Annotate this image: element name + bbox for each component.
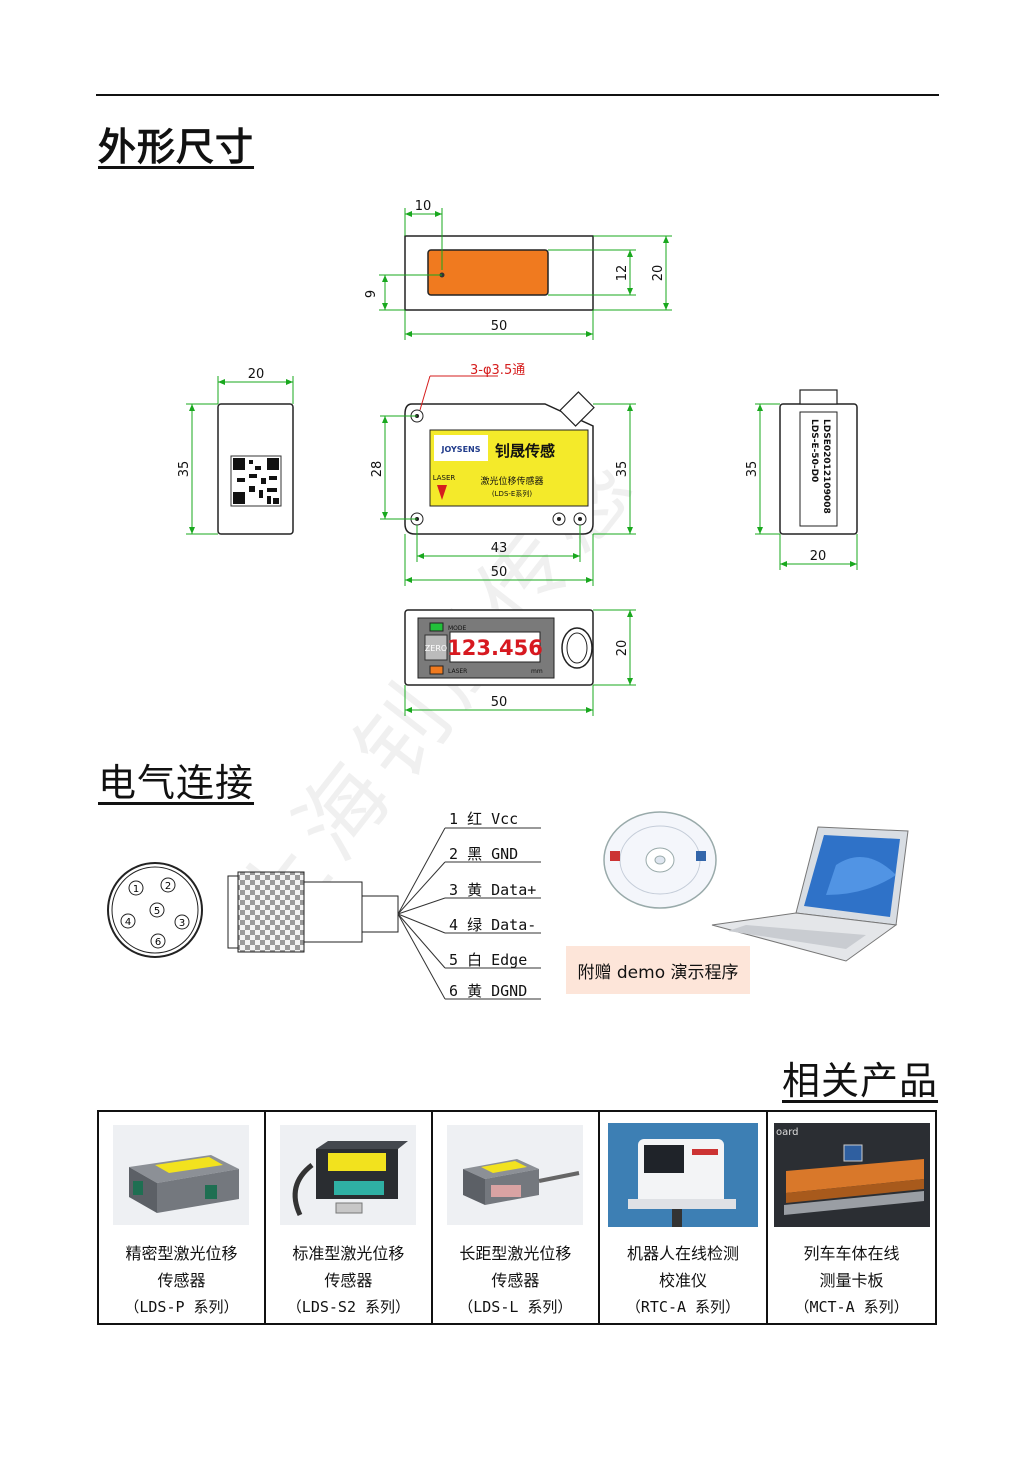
laser-window [427, 249, 549, 296]
label-series: (LDS-E系列) [492, 489, 532, 498]
zero-label: ZERO [425, 644, 447, 653]
dimension-drawing: 10 9 12 20 50 20 35 [177, 199, 858, 716]
pin-5: 5 [154, 906, 160, 917]
demo-illustration [603, 811, 909, 962]
top-view: 10 9 12 20 50 [364, 199, 672, 340]
wire-1: 1 红 Vcc [449, 810, 519, 828]
pin-2: 2 [165, 881, 171, 892]
display-screen [449, 631, 541, 663]
product-name-line1: 标准型激光位移 [292, 1244, 405, 1263]
wire-3: 3 黄 Data+ [449, 881, 537, 899]
serial-text: LDSE02012109008 [821, 419, 831, 514]
product-series: （LDS-L 系列） [458, 1298, 573, 1316]
label-laser: LASER [433, 474, 456, 482]
product-cell-lds-p[interactable]: 精密型激光位移传感器 （LDS-P 系列） [97, 1110, 266, 1325]
display-unit: mm [531, 668, 543, 675]
dim-front-50: 50 [491, 565, 508, 580]
product-name-line2: 校准仪 [658, 1271, 707, 1290]
display-value: 123.456 [447, 636, 543, 660]
related-products-table: 精密型激光位移传感器（LDS-P 系列） 标准型激光位移传感器（LDS-S2 系… [97, 1110, 937, 1325]
product-image [433, 1112, 598, 1238]
pin-3: 3 [179, 918, 185, 929]
dim-top-12: 12 [615, 265, 630, 282]
dim-top-50: 50 [491, 319, 508, 334]
laser-label: LASER [448, 668, 467, 675]
dim-top-9: 9 [364, 290, 379, 298]
dim-front-28: 28 [370, 461, 385, 478]
laser-led [429, 665, 444, 675]
left-view: 20 35 [177, 367, 294, 535]
product-cell-mct-a[interactable]: oard 列车车体在线测量卡板 （MCT-A 系列） [766, 1110, 937, 1325]
product-name-line2: 测量卡板 [819, 1271, 884, 1290]
cd-icon [603, 811, 717, 909]
product-name-line1: 长距型激光位移 [459, 1244, 572, 1263]
dim-top-10: 10 [415, 199, 432, 214]
product-series: （MCT-A 系列） [794, 1298, 909, 1316]
zero-button [424, 634, 448, 661]
dim-right-20: 20 [810, 549, 827, 564]
top-rule [96, 94, 939, 96]
product-image-text: oard [776, 1127, 799, 1138]
pin-1: 1 [133, 884, 139, 895]
product-series: （LDS-P 系列） [124, 1298, 239, 1316]
product-name-line1: 列车车体在线 [803, 1244, 900, 1263]
label-brand-cn: 钊晟传感 [495, 442, 555, 460]
cable-plug [227, 871, 399, 953]
connector-pinout: 1 2 3 4 5 6 [107, 862, 203, 958]
product-image: oard [768, 1112, 935, 1238]
model-text: LDS-E-50-D0 [809, 419, 819, 482]
dim-left-20: 20 [248, 367, 265, 382]
wire-4: 4 绿 Data- [449, 916, 537, 934]
dim-bottom-50: 50 [491, 695, 508, 710]
wiring-diagram: 1 2 3 4 5 6 [107, 827, 541, 1000]
product-image [600, 1112, 766, 1238]
product-series: （LDS-S2 系列） [286, 1298, 411, 1316]
laptop-icon [711, 826, 909, 962]
wire-fan [397, 827, 541, 1000]
label-brand-en: JOYSENS [441, 445, 481, 454]
mode-led [429, 622, 444, 632]
wire-2: 2 黑 GND [449, 845, 519, 863]
product-image [99, 1112, 264, 1238]
product-name-line1: 精密型激光位移 [125, 1244, 238, 1263]
dim-right-35: 35 [745, 461, 760, 478]
dim-left-35: 35 [177, 461, 192, 478]
dim-bottom-20: 20 [615, 640, 630, 657]
mode-label: MODE [448, 625, 467, 632]
product-name-line2: 传感器 [157, 1271, 206, 1290]
dim-top-20: 20 [651, 265, 666, 282]
product-cell-lds-s2[interactable]: 标准型激光位移传感器 （LDS-S2 系列） [263, 1110, 433, 1325]
product-series: （RTC-A 系列） [625, 1298, 741, 1316]
product-cell-lds-l[interactable]: 长距型激光位移传感器 （LDS-L 系列） [430, 1110, 600, 1325]
front-view: JOYSENS 钊晟传感 LASER 激光位移传感器 (LDS-E系列) 3-φ… [370, 363, 636, 586]
product-cell-rtc-a[interactable]: 机器人在线检测校准仪 （RTC-A 系列） [597, 1110, 769, 1325]
label-product: 激光位移传感器 [480, 475, 543, 487]
laser-arrow-icon [437, 485, 447, 500]
product-image [266, 1112, 431, 1238]
wire-5: 5 白 Edge [449, 951, 528, 969]
product-name-line2: 传感器 [491, 1271, 540, 1290]
bottom-view: MODE ZERO 123.456 mm LASER 20 50 [404, 609, 636, 716]
section-title-related: 相关产品 [782, 1059, 939, 1103]
dim-front-43: 43 [491, 541, 508, 556]
product-name-line1: 机器人在线检测 [626, 1244, 739, 1263]
right-view: LDS-E-50-D0 LDSE02012109008 35 20 [745, 389, 858, 570]
product-name-line2: 传感器 [324, 1271, 373, 1290]
section-title-dimensions: 外形尺寸 [98, 125, 255, 169]
demo-note: 附赠 demo 演示程序 [566, 946, 750, 994]
section-title-electrical: 电气连接 [98, 761, 255, 805]
hole-note: 3-φ3.5通 [470, 363, 525, 378]
wire-6: 6 黄 DGND [449, 982, 528, 1000]
dim-front-35: 35 [615, 461, 630, 478]
pin-6: 6 [155, 937, 161, 948]
pin-4: 4 [125, 917, 131, 928]
